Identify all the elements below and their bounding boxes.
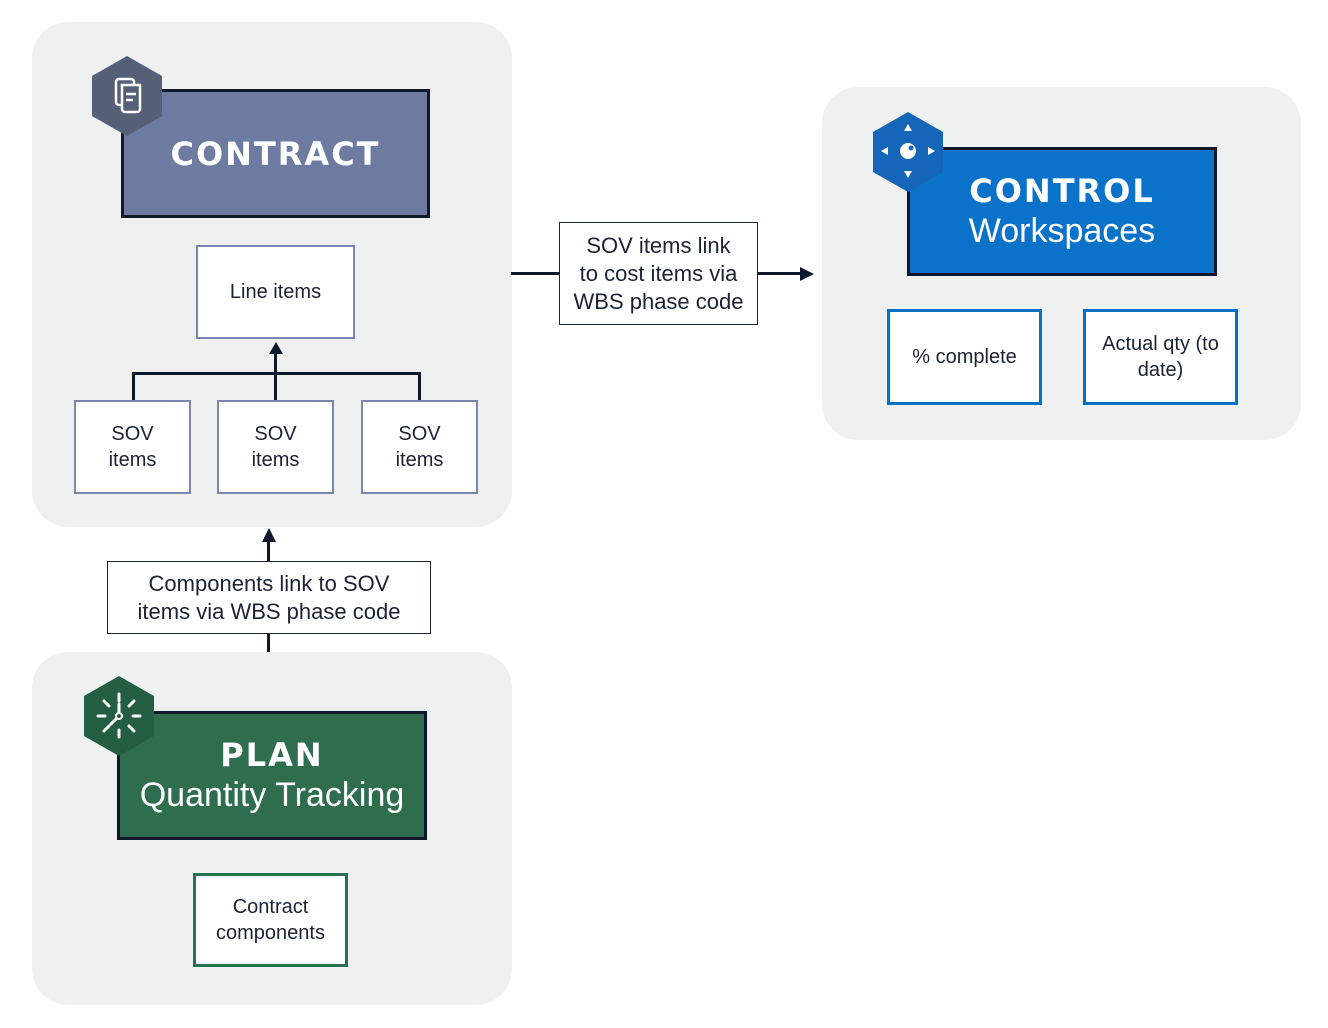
sun-clock-icon	[84, 676, 154, 756]
arrowhead-right-icon	[800, 266, 814, 281]
contract-to-control-line-right	[758, 272, 802, 275]
plan-title: PLAN	[220, 735, 324, 774]
sov-items-box-3: SOV items	[361, 400, 478, 494]
plan-to-contract-line-top	[267, 540, 270, 561]
components-to-sov-label: Components link to SOV items via WBS pha…	[107, 561, 431, 634]
line-items-box: Line items	[196, 245, 355, 339]
tree-connector-center	[274, 352, 277, 402]
sov-to-cost-label: SOV items link to cost items via WBS pha…	[559, 222, 758, 325]
tree-connector-right	[418, 372, 421, 402]
plan-to-contract-line-bottom	[267, 633, 270, 653]
sov-items-box-1: SOV items	[74, 400, 191, 494]
contract-to-control-line-left	[511, 272, 559, 275]
contract-title: CONTRACT	[170, 134, 381, 173]
contract-components-box: Contract components	[193, 873, 348, 967]
sov-items-box-2: SOV items	[217, 400, 334, 494]
actual-qty-box: Actual qty (to date)	[1083, 309, 1238, 405]
arrowhead-up-icon	[268, 342, 283, 354]
plan-title-box: PLAN Quantity Tracking	[117, 711, 427, 840]
tree-connector-left	[132, 372, 135, 402]
control-title-box: CONTROL Workspaces	[907, 147, 1217, 276]
control-subtitle: Workspaces	[968, 211, 1156, 250]
percent-complete-box: % complete	[887, 309, 1042, 405]
directional-pad-icon	[873, 112, 943, 192]
document-icon	[92, 56, 162, 136]
plan-subtitle: Quantity Tracking	[139, 775, 405, 814]
arrowhead-up-icon	[261, 528, 276, 542]
contract-title-box: CONTRACT	[121, 89, 430, 218]
control-title: CONTROL	[969, 171, 1155, 210]
